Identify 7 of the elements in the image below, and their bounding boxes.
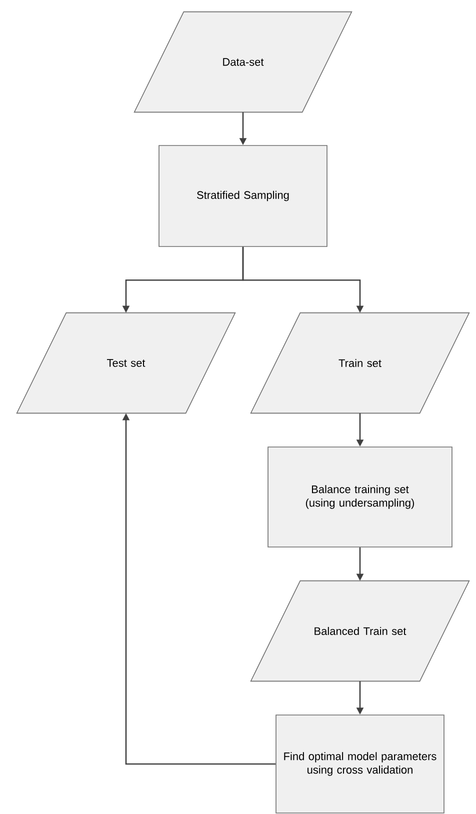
data-parallelogram: Balanced Train set	[250, 580, 470, 682]
process-box: Balance training set (using undersampling)	[268, 446, 452, 548]
data-parallelogram: Test set	[16, 312, 236, 414]
data-parallelogram: Train set	[250, 312, 470, 414]
process-box: Stratified Sampling	[158, 145, 328, 247]
data-parallelogram: Data-set	[134, 11, 352, 113]
process-box: Find optimal model parameters using cross validation	[276, 714, 444, 814]
